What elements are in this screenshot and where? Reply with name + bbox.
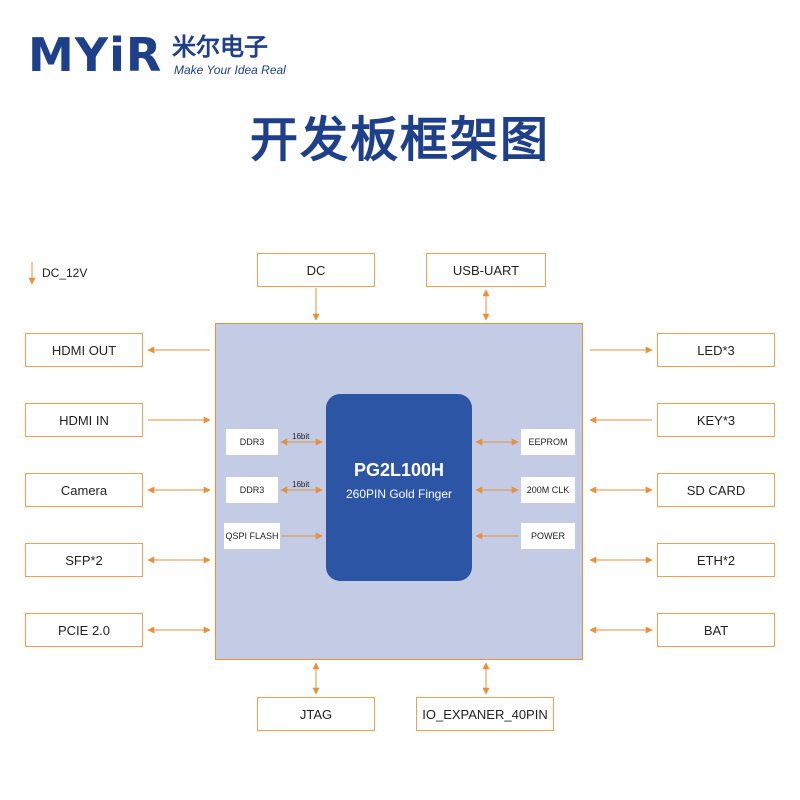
chip-name: PG2L100H xyxy=(353,460,445,480)
led-box: LED*3 xyxy=(657,333,775,367)
hdmi-in-box: HDMI IN xyxy=(25,403,143,437)
bus-width-label-1: 16bit xyxy=(292,432,310,441)
usb-uart-box: USB-UART xyxy=(426,253,546,287)
power-box: POWER xyxy=(521,523,575,549)
bat-box: BAT xyxy=(657,613,775,647)
main-chip: PG2L100H 260PIN Gold Finger xyxy=(326,394,472,581)
myir-logo: MYiR 米尔电子 Make Your Idea Real xyxy=(28,30,298,80)
eeprom-box: EEPROM xyxy=(521,429,575,455)
clock-box: 200M CLK xyxy=(521,477,575,503)
qspi-flash-box: QSPI FLASH xyxy=(224,523,280,549)
logo-chinese-name: 米尔电子 xyxy=(172,33,268,61)
sfp-box: SFP*2 xyxy=(25,543,143,577)
page-title: 开发板框架图 xyxy=(249,112,550,168)
hdmi-out-box: HDMI OUT xyxy=(25,333,143,367)
jtag-box: JTAG xyxy=(257,697,375,731)
sd-card-box: SD CARD xyxy=(657,473,775,507)
ddr3-box-2: DDR3 xyxy=(226,477,278,503)
logo-brand: MYiR xyxy=(28,28,163,82)
ddr3-box-1: DDR3 xyxy=(226,429,278,455)
key-box: KEY*3 xyxy=(657,403,775,437)
io-expander-box: IO_EXPANER_40PIN xyxy=(416,697,554,731)
chip-subtitle: 260PIN Gold Finger xyxy=(345,487,453,501)
eth-box: ETH*2 xyxy=(657,543,775,577)
logo-tagline: Make Your Idea Real xyxy=(174,63,286,77)
dc-box: DC xyxy=(257,253,375,287)
dc-12v-label: DC_12V xyxy=(42,266,88,280)
camera-box: Camera xyxy=(25,473,143,507)
pcie-box: PCIE 2.0 xyxy=(25,613,143,647)
bus-width-label-2: 16bit xyxy=(292,480,310,489)
